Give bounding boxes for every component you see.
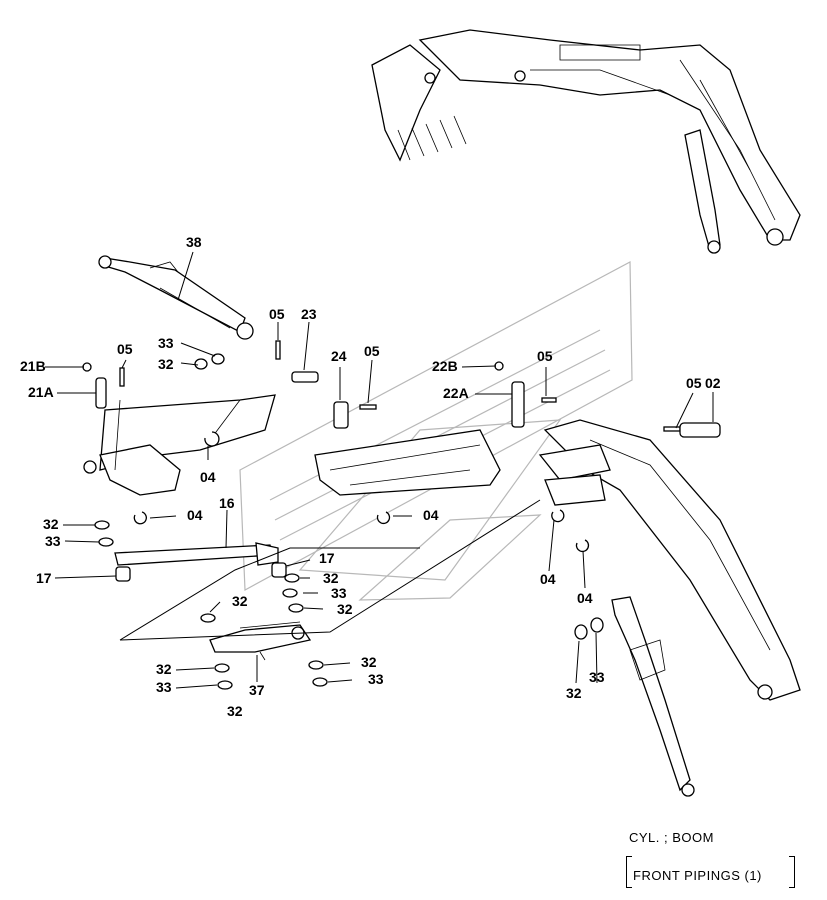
- label-24: 24: [331, 348, 347, 364]
- cylinder-37: [209, 621, 312, 661]
- diagram-caption: CYL. ; BOOM FRONT PIPINGS (1): [626, 830, 827, 890]
- part-labels: 38 05 23 33 32 21B 21A 05 24 05 22B 22A …: [20, 234, 721, 719]
- label-32: 32: [361, 654, 377, 670]
- label-32: 32: [156, 661, 172, 677]
- label-33: 33: [368, 671, 384, 687]
- label-04: 04: [423, 507, 439, 523]
- label-22a: 22A: [443, 385, 469, 401]
- label-22b: 22B: [432, 358, 458, 374]
- label-33: 33: [158, 335, 174, 351]
- label-37: 37: [249, 682, 265, 698]
- label-32: 32: [227, 703, 243, 719]
- label-05: 05: [269, 306, 285, 322]
- caption-subtitle: FRONT PIPINGS (1): [626, 856, 827, 890]
- label-05: 05: [686, 375, 702, 391]
- label-04: 04: [540, 571, 556, 587]
- label-05: 05: [117, 341, 133, 357]
- cylinder-38: [98, 255, 254, 340]
- label-05: 05: [364, 343, 380, 359]
- label-32: 32: [158, 356, 174, 372]
- label-04: 04: [200, 469, 216, 485]
- label-05: 05: [537, 348, 553, 364]
- leader-lines: [45, 251, 714, 689]
- left-boom-section: [83, 394, 276, 496]
- label-32: 32: [566, 685, 582, 701]
- excavator-overview: [371, 29, 801, 254]
- label-38: 38: [186, 234, 202, 250]
- label-17: 17: [319, 550, 335, 566]
- label-21a: 21A: [28, 384, 54, 400]
- label-32: 32: [43, 516, 59, 532]
- rod-16: [114, 542, 287, 582]
- label-33: 33: [589, 669, 605, 685]
- label-16: 16: [219, 495, 235, 511]
- label-04: 04: [187, 507, 203, 523]
- right-boom: [538, 419, 801, 701]
- label-17: 17: [36, 570, 52, 586]
- boom-cylinder: [611, 596, 695, 797]
- label-02: 02: [705, 375, 721, 391]
- label-33: 33: [156, 679, 172, 695]
- label-32: 32: [323, 570, 339, 586]
- label-21b: 21B: [20, 358, 46, 374]
- label-33: 33: [45, 533, 61, 549]
- label-32: 32: [337, 601, 353, 617]
- label-23: 23: [301, 306, 317, 322]
- label-04: 04: [577, 590, 593, 606]
- small-parts: [82, 340, 721, 690]
- label-33: 33: [331, 585, 347, 601]
- caption-title: CYL. ; BOOM: [629, 830, 714, 845]
- label-32: 32: [232, 593, 248, 609]
- middle-link-section: [314, 429, 501, 496]
